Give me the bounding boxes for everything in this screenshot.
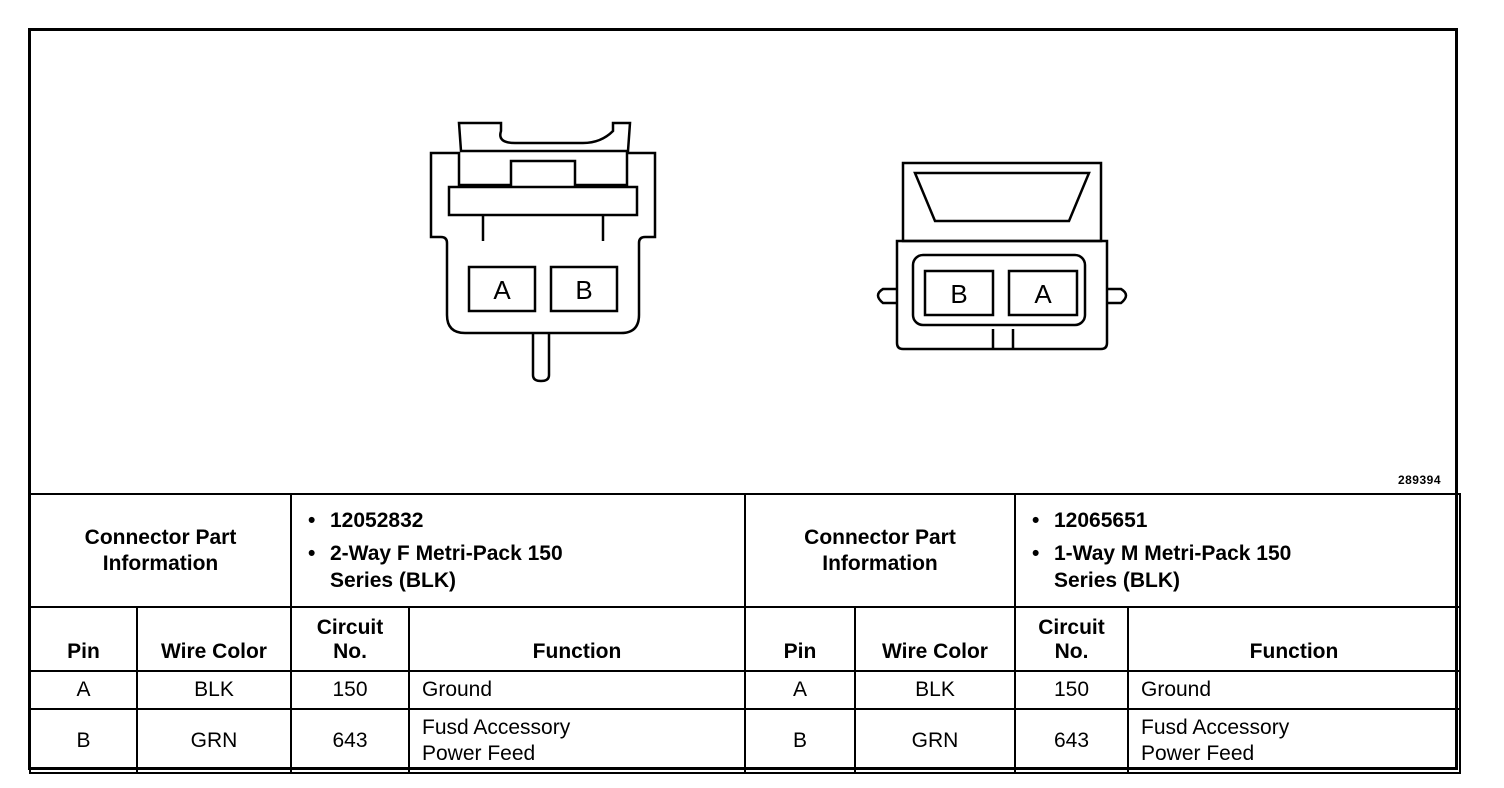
right-pin-a-box	[1007, 269, 1079, 317]
table-row: B GRN 643 Fusd Accessory Power Feed B GR…	[29, 708, 1461, 774]
right-part-number: 12065651	[1032, 507, 1459, 534]
function-line-2: Power Feed	[422, 742, 536, 765]
left-pin-a-box	[467, 265, 537, 313]
left-pin-label-2: B	[575, 275, 592, 305]
right-connector-drawing	[876, 161, 1128, 351]
right-pin-b-box	[923, 269, 995, 317]
right-function-header: Function	[1127, 606, 1461, 672]
right-row2-wire: GRN	[854, 708, 1016, 774]
left-row1-function: Ground	[408, 670, 746, 710]
table-row: A BLK 150 Ground A BLK 150 Ground	[29, 670, 1461, 710]
function-line-2: Power Feed	[1141, 742, 1255, 765]
left-row1-circuit: 150	[290, 670, 410, 710]
left-connector-drawing	[429, 121, 657, 383]
left-row1-wire: BLK	[136, 670, 292, 710]
right-wire-color-header: Wire Color	[854, 606, 1016, 672]
left-row2-pin: B	[29, 708, 138, 774]
left-row2-function: Fusd Accessory Power Feed	[408, 708, 746, 774]
right-part-info-label: Connector Part Information	[744, 493, 1016, 608]
connector-tables: Connector Part Information 12052832 2-Wa…	[29, 493, 1461, 774]
right-row1-pin: A	[744, 670, 856, 710]
right-circuit-header: Circuit No.	[1014, 606, 1129, 672]
left-row2-wire: GRN	[136, 708, 292, 774]
left-part-description: 2-Way F Metri-Pack 150 Series (BLK)	[308, 540, 630, 594]
right-pin-header: Pin	[744, 606, 856, 672]
left-row1-pin: A	[29, 670, 138, 710]
right-part-info: 12065651 1-Way M Metri-Pack 150 Series (…	[1014, 493, 1461, 608]
function-line-1: Fusd Accessory	[422, 716, 571, 739]
right-row1-circuit: 150	[1014, 670, 1129, 710]
right-pin-label-1: B	[950, 279, 967, 309]
right-row2-function: Fusd Accessory Power Feed	[1127, 708, 1461, 774]
left-pin-b-box	[549, 265, 619, 313]
left-part-number: 12052832	[308, 507, 744, 534]
left-pin-header: Pin	[29, 606, 138, 672]
right-row1-function: Ground	[1127, 670, 1461, 710]
left-part-info-label: Connector Part Information	[29, 493, 292, 608]
left-pin-label-1: A	[493, 275, 511, 305]
left-circuit-header: Circuit No.	[290, 606, 410, 672]
left-part-info: 12052832 2-Way F Metri-Pack 150 Series (…	[290, 493, 746, 608]
pinout-table: Connector Part Information 12052832 2-Wa…	[29, 493, 1461, 774]
right-row1-wire: BLK	[854, 670, 1016, 710]
connector-figure: A B B A 289394 Connector Part Informatio…	[28, 28, 1461, 774]
left-function-header: Function	[408, 606, 746, 672]
function-line-1: Fusd Accessory	[1141, 716, 1290, 739]
left-row2-circuit: 643	[290, 708, 410, 774]
right-part-description: 1-Way M Metri-Pack 150 Series (BLK)	[1032, 540, 1354, 594]
right-row2-pin: B	[744, 708, 856, 774]
connector-diagram: A B B A	[429, 121, 1128, 383]
figure-number: 289394	[1397, 473, 1441, 487]
right-row2-circuit: 643	[1014, 708, 1129, 774]
right-pin-label-2: A	[1034, 279, 1052, 309]
left-wire-color-header: Wire Color	[136, 606, 292, 672]
